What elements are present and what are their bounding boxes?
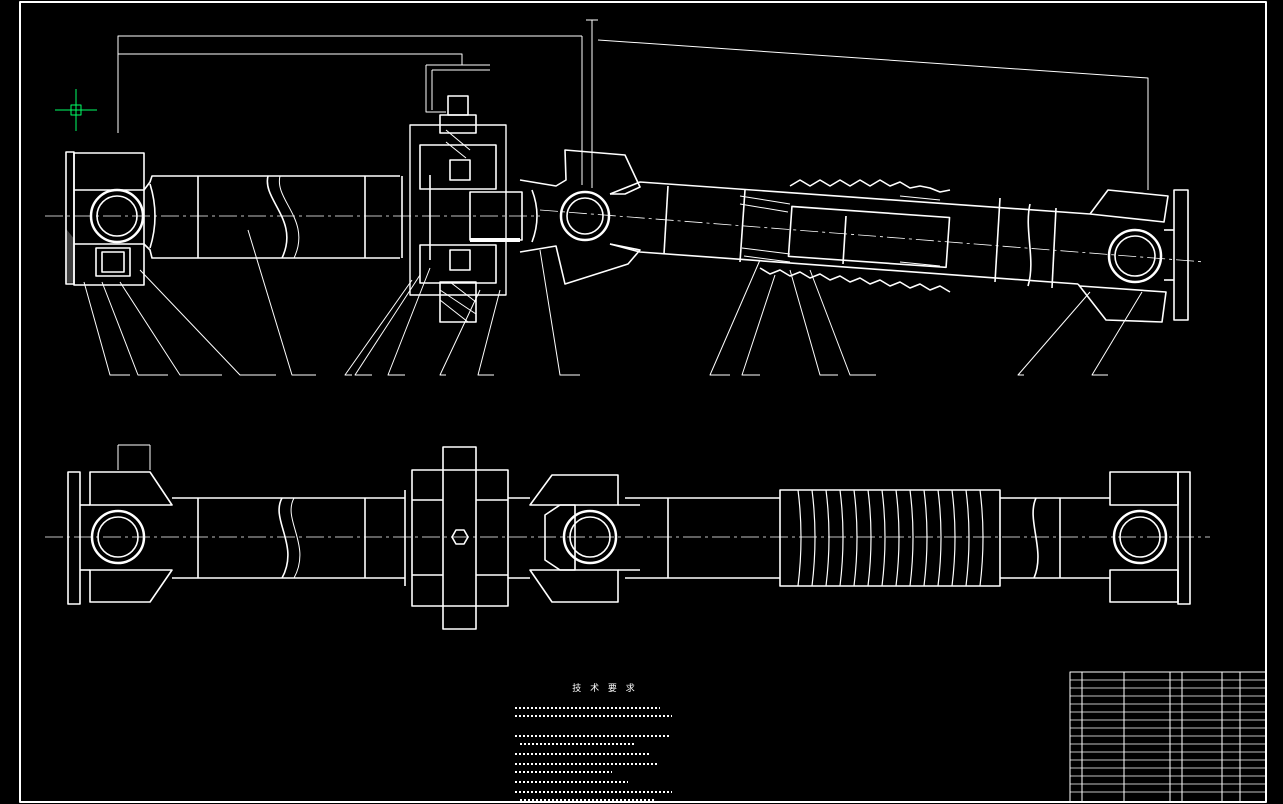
drawing-frame (19, 1, 1267, 803)
crosshair-cursor (55, 89, 97, 131)
top-section-view (45, 19, 1206, 376)
technical-requirements-title: 技 术 要 求 (572, 684, 638, 694)
bottom-elevation-view (45, 444, 1210, 630)
cross-bearing-circle (89, 188, 145, 244)
title-block (1069, 671, 1267, 803)
technical-requirements-body (515, 707, 672, 801)
